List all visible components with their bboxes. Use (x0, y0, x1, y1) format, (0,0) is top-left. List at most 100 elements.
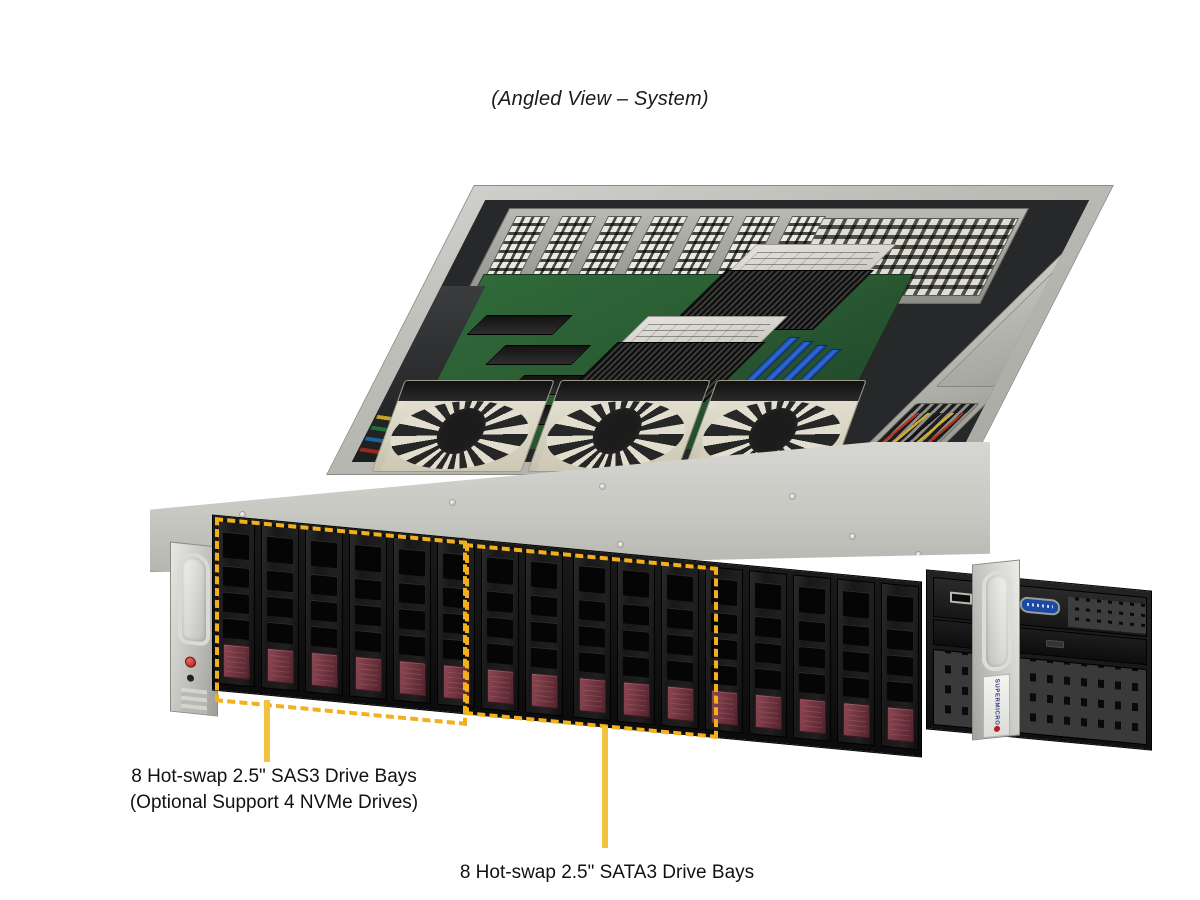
rack-handle-right[interactable] (982, 569, 1012, 673)
drive-vent-slit (443, 552, 469, 581)
drive-vent-slit (531, 646, 557, 670)
drive-vent-slit (579, 599, 605, 622)
drive-vent-slit (799, 671, 825, 695)
drive-bay-block (212, 514, 922, 758)
callout-sas3-line1: 8 Hot-swap 2.5" SAS3 Drive Bays (131, 766, 417, 787)
cooling-fan (371, 380, 555, 472)
status-led-strip (181, 687, 207, 715)
screw-dimple (790, 494, 795, 499)
drive-bay-sas3[interactable] (437, 540, 475, 709)
drive-vent-slit (223, 531, 249, 560)
drive-vent-slit (443, 638, 469, 661)
drive-latch[interactable] (355, 655, 382, 693)
drive-bay-sata3[interactable] (837, 578, 875, 747)
leader-line-sata3 (602, 726, 608, 848)
drive-latch[interactable] (667, 685, 694, 723)
drive-bay-sata3[interactable] (617, 557, 655, 726)
drive-bay-sata3[interactable] (573, 553, 611, 722)
drive-vent-slit (887, 594, 913, 623)
drive-bay-sata3[interactable] (661, 561, 699, 730)
drive-vent-slit (487, 556, 513, 585)
io-vent-grille (1068, 596, 1146, 635)
drive-latch[interactable] (267, 647, 294, 685)
product-photo: SUPERMICRO (150, 180, 1152, 758)
drive-bay-sas3[interactable] (525, 549, 563, 717)
callout-sata3: 8 Hot-swap 2.5" SATA3 Drive Bays (451, 860, 763, 886)
drive-latch[interactable] (531, 672, 558, 710)
drive-vent-slit (223, 565, 249, 588)
drive-vent-slit (623, 655, 649, 678)
drive-vent-slit (623, 629, 649, 652)
drive-latch[interactable] (223, 643, 250, 681)
pcie-riser-slot (485, 345, 592, 365)
drive-vent-slit (531, 620, 557, 644)
rack-ear-left (170, 541, 218, 717)
optical-eject-button[interactable] (1046, 639, 1064, 649)
drive-vent-slit (755, 615, 781, 639)
drive-bay-sas3[interactable] (305, 528, 343, 696)
drive-vent-slit (799, 645, 825, 669)
fan-top-band (554, 381, 710, 401)
drive-latch[interactable] (399, 660, 426, 697)
rack-ear-right: SUPERMICRO (972, 559, 1020, 741)
drive-bay-sas3[interactable] (481, 544, 519, 713)
reset-button[interactable] (187, 674, 194, 682)
screw-dimple (240, 512, 245, 517)
fan-top-band (398, 381, 554, 401)
drive-bay-sata3[interactable] (705, 566, 743, 734)
rack-handle-left[interactable] (178, 551, 210, 647)
drive-vent-slit (399, 634, 425, 657)
drive-vent-slit (667, 607, 693, 630)
power-button[interactable] (185, 656, 196, 669)
callout-sas3: 8 Hot-swap 2.5" SAS3 Drive Bays (Optiona… (118, 764, 430, 815)
front-vent-grille (933, 648, 1147, 746)
screw-dimple (618, 542, 623, 547)
drive-latch[interactable] (755, 693, 782, 731)
drive-vent-slit (843, 650, 869, 673)
drive-vent-slit (711, 663, 737, 687)
drive-bay-sas3[interactable] (217, 519, 255, 688)
drive-bay-sas3[interactable] (349, 532, 387, 700)
drive-vent-slit (711, 611, 737, 635)
drive-bay-sata3[interactable] (793, 574, 831, 742)
front-face: SUPERMICRO (170, 514, 1152, 758)
drive-vent-slit (843, 590, 869, 619)
drive-vent-slit (311, 625, 337, 649)
drive-bay-sas3[interactable] (261, 524, 299, 692)
drive-vent-slit (443, 586, 469, 609)
drive-vent-slit (667, 573, 693, 602)
drive-vent-slit (355, 603, 381, 627)
drive-vent-slit (399, 582, 425, 605)
drive-vent-slit (267, 621, 293, 645)
drive-latch[interactable] (623, 681, 650, 718)
drive-vent-slit (667, 659, 693, 682)
drive-vent-slit (799, 619, 825, 643)
drive-vent-slit (667, 633, 693, 656)
drive-bay-sas3[interactable] (393, 536, 431, 705)
drive-latch[interactable] (887, 706, 914, 743)
drive-vent-slit (487, 590, 513, 613)
brand-label: SUPERMICRO (993, 678, 1000, 726)
drive-vent-slit (887, 628, 913, 651)
drive-latch[interactable] (311, 651, 338, 689)
drive-vent-slit (399, 608, 425, 631)
drive-latch[interactable] (843, 702, 870, 739)
drive-bay-sata3[interactable] (881, 582, 919, 751)
vga-port[interactable] (1020, 596, 1060, 616)
drive-latch[interactable] (711, 689, 738, 727)
drive-latch[interactable] (443, 664, 470, 701)
drive-vent-slit (711, 577, 737, 607)
usb-port[interactable] (950, 591, 972, 605)
brand-plate: SUPERMICRO (983, 673, 1010, 739)
drive-vent-slit (311, 573, 337, 597)
drive-vent-slit (487, 616, 513, 639)
drive-latch[interactable] (799, 697, 826, 735)
drive-vent-slit (311, 599, 337, 623)
drive-vent-slit (799, 585, 825, 615)
drive-latch[interactable] (579, 677, 606, 714)
drive-latch[interactable] (487, 668, 514, 705)
drive-vent-slit (355, 629, 381, 653)
drive-vent-slit (579, 565, 605, 594)
drive-vent-slit (843, 624, 869, 647)
drive-bay-sata3[interactable] (749, 570, 787, 738)
